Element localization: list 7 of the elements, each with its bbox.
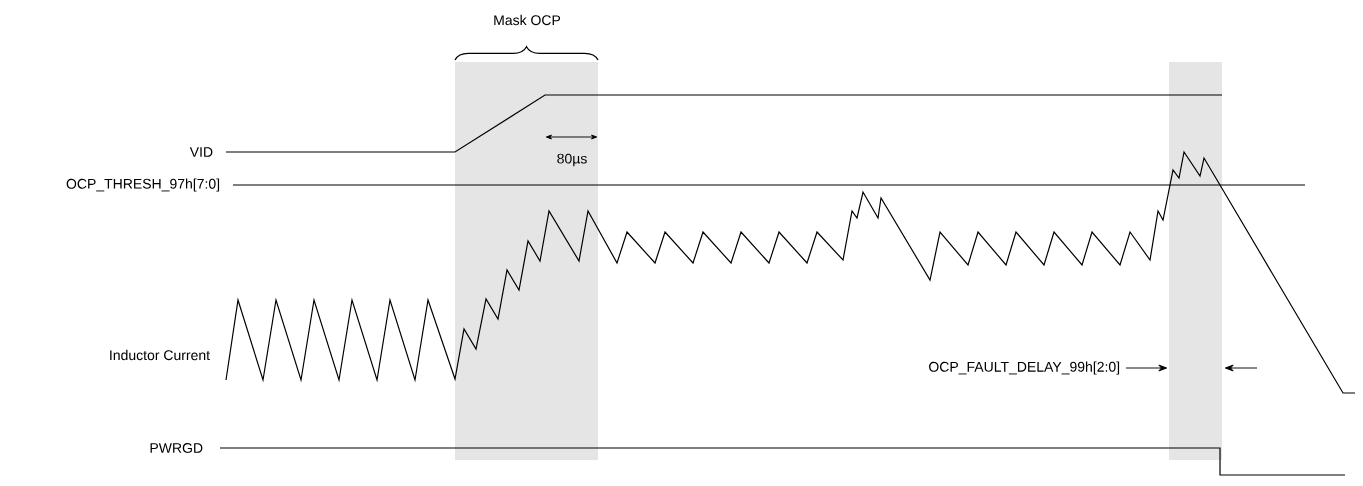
- signal-label: PWRGD: [150, 443, 203, 453]
- interval-label: Mask OCP: [494, 14, 561, 26]
- dimension-label: 80µs: [557, 153, 587, 167]
- signal-label: OCP_THRESH_97h[7:0]: [66, 178, 220, 192]
- dimension-label: OCP_FAULT_DELAY_99h[2:0]: [929, 361, 1120, 375]
- signal-label: Inductor Current: [110, 349, 210, 361]
- signal-label: VID: [189, 147, 213, 157]
